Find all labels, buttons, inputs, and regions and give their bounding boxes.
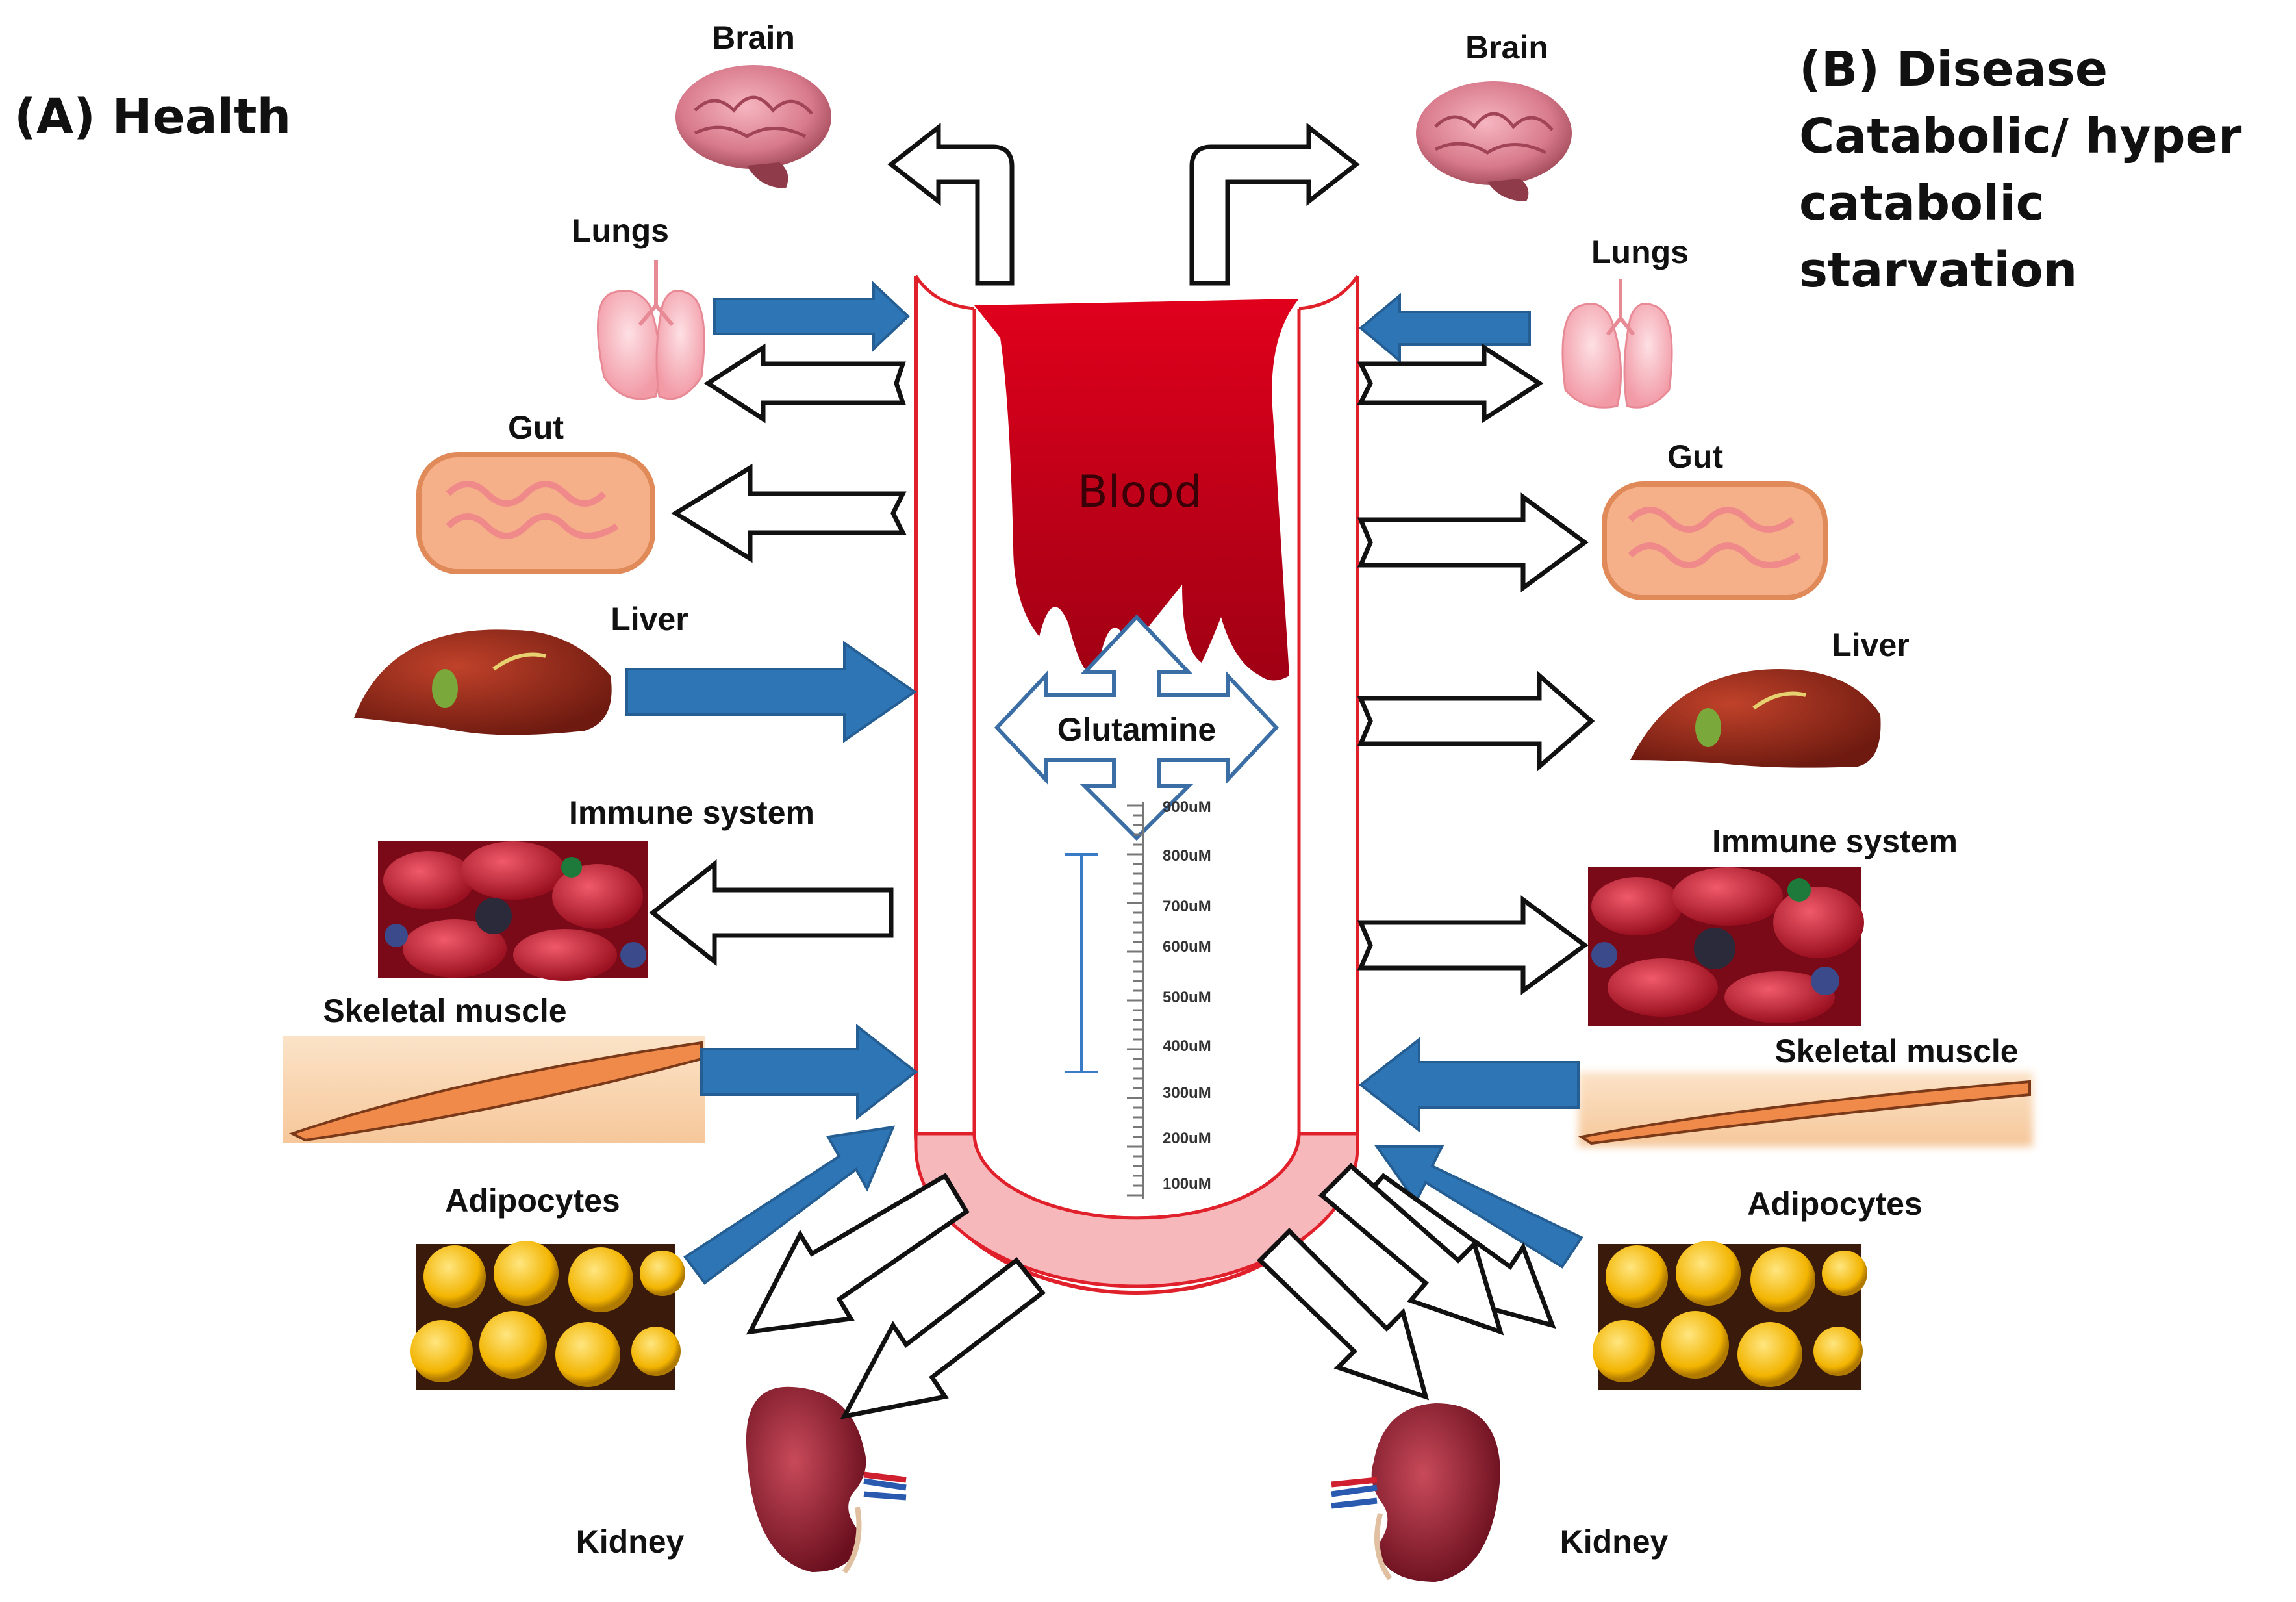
scale-tick-800: 800uM (1163, 847, 1211, 865)
brain-icon (675, 65, 831, 188)
left-kidney: Kidney (576, 1386, 907, 1574)
adipocytes-icon (410, 1241, 685, 1390)
tube-base (914, 1132, 1359, 1288)
right-lungs-release-arrow-icon (1358, 292, 1531, 364)
right-kidney-uptake-arrow-2-icon (1318, 1163, 1504, 1336)
right-liver: Liver (1630, 627, 1936, 786)
blood-fill (974, 299, 1299, 681)
left-gut-label: Gut (508, 409, 564, 446)
liver-icon (1630, 669, 1936, 786)
left-kidney-label: Kidney (576, 1523, 685, 1560)
normal-range-bar (1065, 853, 1098, 1073)
immune-cells-icon (378, 841, 648, 981)
scale-tick-700: 700uM (1163, 898, 1211, 915)
right-gut: Gut (1588, 439, 1838, 614)
left-immune: Immune system (378, 795, 814, 981)
kidney-icon (746, 1386, 907, 1574)
right-lungs-uptake-arrow-icon (1357, 343, 1544, 424)
right-muscle: Skeletal muscle (1578, 1033, 2033, 1147)
disease-title-line-4: starvation (1799, 242, 2077, 298)
brain-icon (1416, 81, 1572, 201)
immune-cells-icon (1588, 867, 1864, 1026)
left-lungs-uptake-arrow-icon (703, 343, 906, 424)
lungs-icon (1561, 279, 1673, 409)
right-kidney-uptake-arrow-1-icon (1257, 1228, 1430, 1401)
gut-icon (1602, 481, 1828, 600)
blood-label: Blood (1078, 466, 1202, 518)
scale-tick-100: 100uM (1163, 1175, 1211, 1193)
right-immune-label: Immune system (1712, 823, 1958, 859)
adipocytes-icon (1593, 1241, 1867, 1390)
left-muscle: Skeletal muscle (283, 993, 705, 1143)
disease-title-line-2: Catabolic/ hyper (1799, 108, 2242, 164)
scale-tick-200: 200uM (1163, 1130, 1211, 1147)
scale-tick-600: 600uM (1163, 938, 1211, 956)
left-muscle-release-arrow-icon (700, 1023, 918, 1121)
left-brain-label: Brain (712, 19, 795, 56)
right-kidney: Kidney (1331, 1397, 1669, 1592)
right-muscle-label: Skeletal muscle (1774, 1033, 2018, 1069)
left-adipocytes-release-arrow-icon (683, 1125, 896, 1285)
right-brain-uptake-arrow-icon (1189, 122, 1360, 286)
left-gut: Gut (416, 409, 655, 574)
left-muscle-label: Skeletal muscle (323, 993, 566, 1029)
left-gut-uptake-arrow-icon (671, 463, 907, 563)
right-adipocytes-label: Adipocytes (1747, 1186, 1923, 1222)
skeletal-muscle-icon (1578, 1080, 2031, 1145)
right-adipocytes: Adipocytes (1593, 1186, 1923, 1390)
left-kidney-uptake-arrow-1-icon (746, 1173, 970, 1335)
lungs-icon (596, 260, 705, 400)
left-kidney-uptake-arrow-2-icon (840, 1257, 1046, 1419)
right-kidney-label: Kidney (1560, 1523, 1669, 1560)
right-lungs: Lungs (1520, 234, 1689, 419)
kidney-icon (1331, 1397, 1526, 1592)
right-immune-uptake-arrow-icon (1357, 895, 1589, 995)
scale-tick-300: 300uM (1163, 1084, 1211, 1102)
right-liver-uptake-arrow-icon (1357, 670, 1595, 772)
scale-tick-900: 900uM (1163, 798, 1211, 816)
right-gut-uptake-arrow-icon (1357, 492, 1589, 592)
left-liver-release-arrow-icon (625, 641, 917, 743)
left-lungs: Lungs (572, 212, 705, 400)
right-muscle-release-arrow-icon (1358, 1036, 1580, 1134)
right-lungs-label: Lungs (1591, 234, 1689, 270)
left-immune-uptake-arrow-icon (649, 859, 894, 967)
glutamine-four-way-arrow-icon (994, 614, 1280, 841)
right-brain-label: Brain (1465, 29, 1548, 66)
gut-icon (416, 452, 655, 574)
left-liver: Liver (354, 601, 688, 735)
disease-panel-title: (B) Disease Catabolic/ hyper catabolic s… (1799, 42, 2242, 298)
left-immune-label: Immune system (569, 795, 814, 831)
left-lungs-release-arrow-icon (713, 281, 910, 352)
right-liver-label: Liver (1832, 627, 1910, 663)
left-lungs-label: Lungs (572, 212, 669, 249)
left-brain-uptake-arrow-icon (887, 122, 1015, 286)
right-gut-label: Gut (1667, 439, 1723, 475)
glutamine-label: Glutamine (1057, 711, 1216, 748)
left-adipocytes-label: Adipocytes (445, 1182, 620, 1219)
disease-title-line-3: catabolic (1799, 175, 2045, 231)
right-brain: Brain (1374, 29, 1617, 201)
right-adipocytes-release-arrow-icon (1374, 1145, 1583, 1269)
scale-tick-500: 500uM (1163, 989, 1211, 1006)
scale-tick-400: 400uM (1163, 1037, 1211, 1055)
skeletal-muscle-icon (283, 1036, 705, 1143)
left-brain: Brain (675, 19, 831, 188)
health-panel-title: (A) Health (14, 89, 291, 145)
right-immune: Immune system (1588, 823, 1958, 1026)
left-liver-label: Liver (611, 601, 688, 637)
liver-icon (354, 629, 612, 735)
left-adipocytes: Adipocytes (410, 1182, 685, 1390)
concentration-scale: 900uM 800uM 700uM 600uM 500uM 400uM 300u… (1127, 798, 1211, 1199)
blood-tube: Blood Glutamine 900uM 800uM 700uM 600uM … (914, 275, 1359, 1295)
disease-title-line-1: (B) Disease (1799, 42, 2108, 97)
